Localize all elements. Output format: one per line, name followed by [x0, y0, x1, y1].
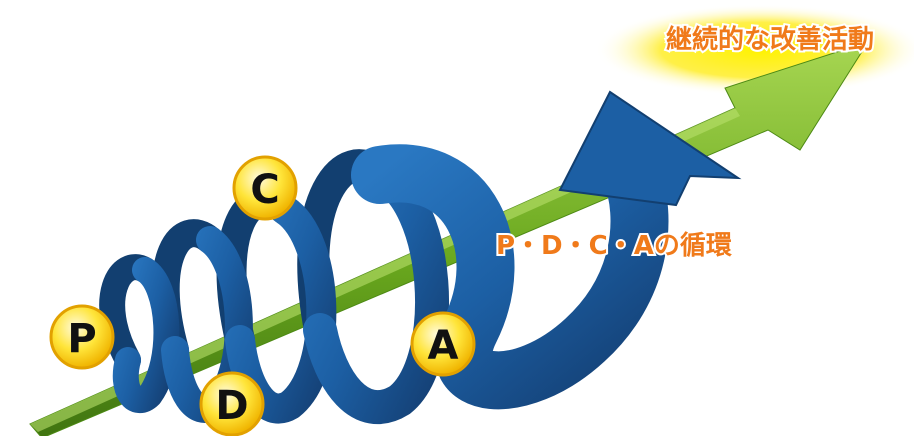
badge-a-label: A: [428, 323, 459, 369]
badge-d-label: D: [215, 383, 248, 429]
page-title: 継続的な改善活動: [666, 24, 874, 55]
badge-c-label: C: [250, 167, 279, 213]
badge-c: C: [232, 155, 298, 221]
blue-arrow-head-icon: [558, 90, 742, 207]
cycle-label: P・D・C・Aの循環: [496, 231, 733, 261]
badge-p-label: P: [67, 316, 96, 362]
badge-p: P: [49, 304, 115, 370]
badge-a: A: [410, 311, 476, 377]
badge-d: D: [199, 371, 265, 436]
